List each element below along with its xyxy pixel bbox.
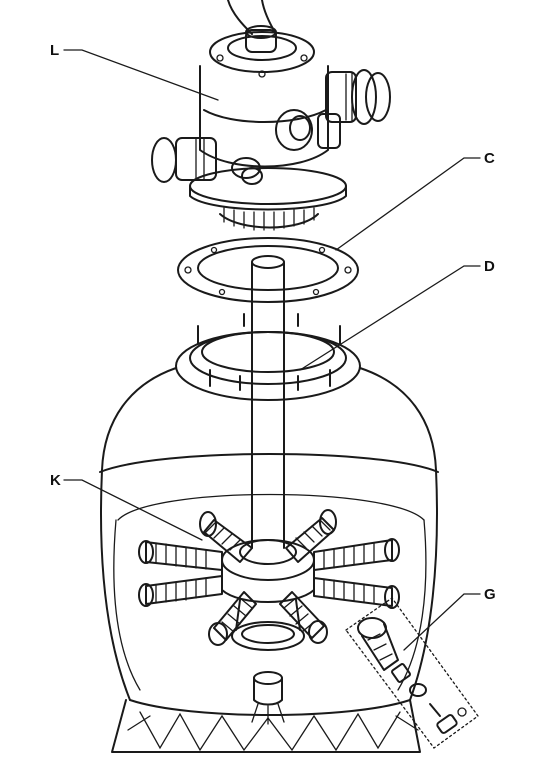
filter-tank: [99, 313, 439, 716]
lateral-arm: [208, 591, 257, 646]
central-standpipe: [251, 255, 285, 549]
drain-assembly: [345, 597, 479, 749]
lateral-assembly: [138, 509, 400, 651]
hose-pipe: [227, 0, 277, 35]
lateral-arm: [138, 540, 223, 571]
lateral-arm: [285, 509, 337, 563]
lateral-arm: [313, 577, 400, 609]
callout-leader-lines: [63, 49, 481, 651]
multiport-valve: [151, 25, 391, 231]
lateral-arm: [279, 591, 328, 644]
bottom-cap: [251, 671, 285, 725]
base-stand: [111, 699, 421, 753]
lateral-arm: [313, 538, 400, 571]
callout-label-d: D: [484, 258, 495, 275]
callout-label-c: C: [484, 150, 495, 167]
callout-label-g: G: [484, 586, 496, 603]
flange-gasket: [177, 237, 359, 303]
callout-label-k: K: [50, 472, 61, 489]
callout-label-l: L: [50, 42, 59, 59]
lateral-arm: [138, 575, 223, 607]
lateral-arm: [199, 511, 253, 563]
